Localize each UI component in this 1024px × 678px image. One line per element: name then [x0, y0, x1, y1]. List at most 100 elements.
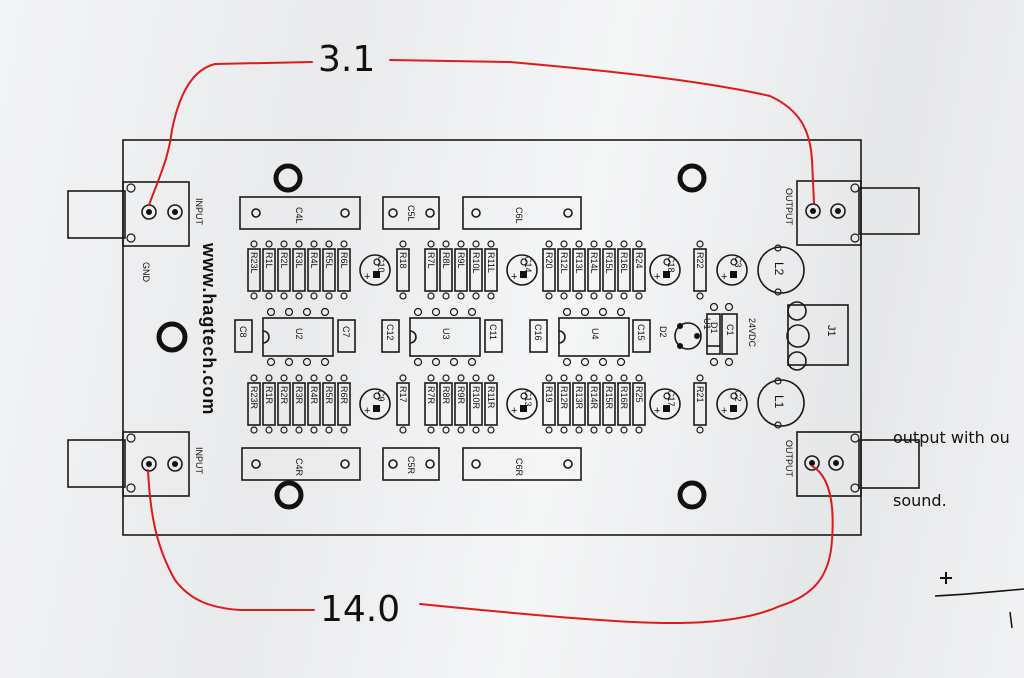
resistor-label: R23L: [249, 252, 259, 274]
resistor-r12l: [557, 248, 571, 292]
resistor-r5r: [322, 382, 336, 426]
svg-text:C13: C13: [523, 390, 533, 407]
resistor-label: R20: [544, 252, 554, 269]
resistor-label: R1R: [264, 386, 274, 405]
resistor-label: R11R: [486, 386, 496, 409]
resistor-r10r: [469, 382, 483, 426]
power-jack-j1: J1: [786, 301, 849, 371]
measurement-top: 3.1: [318, 39, 376, 80]
board-outline: [122, 139, 862, 536]
resistor-r17: [396, 382, 410, 426]
resistor-label: R11L: [486, 252, 496, 273]
resistor-label: R1L: [264, 252, 274, 269]
note-line-1: output with ou: [893, 428, 1010, 447]
measurement-bottom: 14.0: [320, 589, 401, 630]
svg-text:C3: C3: [733, 256, 743, 268]
resistor-label: R16L: [619, 252, 629, 274]
resistor-label: R7R: [426, 386, 436, 405]
resistor-r5l: [322, 248, 336, 292]
output-connector-top: OUTPUT: [784, 180, 920, 246]
resistor-r2r: [277, 382, 291, 426]
cap-c6l: C6L: [514, 207, 524, 224]
resistor-label: R18: [398, 252, 408, 269]
output-label-top: OUTPUT: [784, 188, 794, 226]
resistor-r8l: [439, 248, 453, 292]
resistor-r16l: [617, 248, 631, 292]
resistor-r3r: [292, 382, 306, 426]
input-connector-top: INPUT: [67, 181, 204, 247]
svg-text:+: +: [654, 271, 660, 283]
resistor-label: R15L: [604, 252, 614, 274]
resistor-r2l: [277, 248, 291, 292]
wire-bottom: [147, 465, 834, 625]
mounting-holes: [156, 163, 707, 510]
resistor-label: R8R: [441, 386, 451, 405]
resistor-r12r: [557, 382, 571, 426]
resistor-r18: [396, 248, 410, 292]
svg-text:C11: C11: [488, 324, 498, 340]
resistor-r13r: [572, 382, 586, 426]
resistor-label: R4R: [309, 386, 319, 405]
ic-u4: U4: [558, 317, 630, 357]
resistor-label: R7L: [426, 252, 436, 269]
resistor-r21: [693, 382, 707, 426]
svg-text:C8: C8: [238, 326, 248, 338]
resistor-r15r: [602, 382, 616, 426]
output-label-bottom: OUTPUT: [784, 440, 794, 478]
svg-text:L1: L1: [772, 395, 786, 409]
output-connector-bottom: OUTPUT: [784, 431, 920, 497]
resistor-r4r: [307, 382, 321, 426]
ic-u3: U3: [409, 317, 481, 357]
resistor-label: R10R: [471, 386, 481, 410]
svg-text:+: +: [511, 271, 517, 283]
resistor-r3l: [292, 248, 306, 292]
resistor-label: R16R: [619, 386, 629, 410]
resistor-label: R14R: [589, 386, 599, 410]
resistor-label: R23R: [249, 386, 259, 410]
svg-text:L2: L2: [772, 262, 786, 276]
svg-text:D1: D1: [709, 322, 719, 334]
resistor-bank-top-5: R22: [693, 240, 707, 300]
wire-top: [148, 59, 815, 206]
note-text: output with ou sound.: [893, 385, 1010, 532]
resistor-label: R3R: [294, 386, 304, 405]
resistor-r19: [542, 382, 556, 426]
resistor-label: R21: [695, 386, 705, 403]
svg-text:C10: C10: [376, 256, 386, 273]
resistor-bank-bottom-2: R17: [396, 374, 410, 434]
website-label: www.hagtech.com: [199, 242, 219, 415]
resistor-r9r: [454, 382, 468, 426]
svg-text:+: +: [511, 405, 517, 417]
resistor-r14l: [587, 248, 601, 292]
resistor-r22: [693, 248, 707, 292]
svg-text:+: +: [721, 271, 727, 283]
resistor-r24: [632, 248, 646, 292]
resistor-label: R8L: [441, 252, 451, 269]
resistor-r20: [542, 248, 556, 292]
cap-c9: +C9: [359, 388, 391, 420]
svg-text:+: +: [364, 271, 370, 283]
diode-d2-label: D2: [658, 326, 668, 338]
diode-d1: D1: [706, 302, 734, 367]
resistor-label: R24: [634, 252, 644, 269]
resistor-r8r: [439, 382, 453, 426]
svg-text:C2: C2: [733, 390, 743, 402]
resistor-label: R25: [634, 386, 644, 403]
resistor-r11r: [484, 382, 498, 426]
caps-long-top: C4L C5L C6L: [239, 196, 582, 230]
cap-c6r: C6R: [514, 458, 524, 477]
svg-text:C1: C1: [725, 324, 735, 336]
resistor-r13l: [572, 248, 586, 292]
resistor-label: R9R: [456, 386, 466, 405]
cap-c5l: C5L: [406, 205, 416, 222]
resistor-label: R4L: [309, 252, 319, 269]
resistor-label: R13L: [574, 252, 584, 274]
resistor-r1l: [262, 248, 276, 292]
input-label-top: INPUT: [194, 198, 204, 226]
resistor-bank-top-2: R18: [396, 240, 410, 300]
resistor-label: R9L: [456, 252, 466, 269]
caps-long-bottom: C4R C5R C6R: [241, 447, 582, 481]
resistor-label: R12R: [559, 386, 569, 410]
